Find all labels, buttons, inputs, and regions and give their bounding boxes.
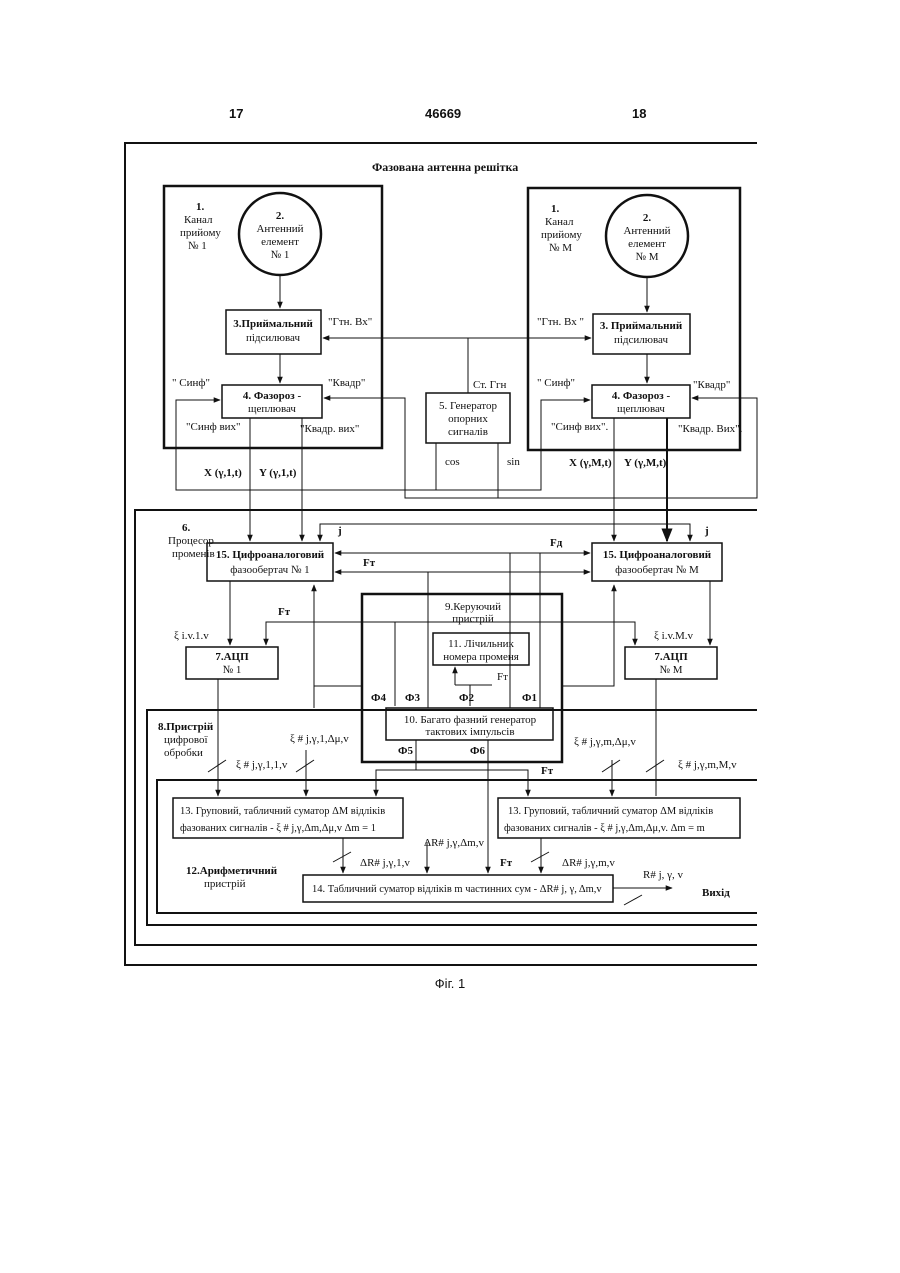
phase-f5: Ф5 [398, 745, 413, 757]
channel-m-num: 1. [551, 203, 560, 215]
receiver-m-l1: 3. Приймальний [600, 320, 683, 332]
antenna-m-l1: 2. [643, 212, 652, 224]
y-1-label: Y (γ,1,t) [259, 467, 297, 479]
receiver-1-l2: підсилювач [246, 332, 301, 344]
channel-1-num: 1. [196, 201, 205, 213]
channel-m-l1: Канал [545, 216, 574, 228]
adc-m-l2: № М [659, 664, 682, 676]
channel-1-l2: прийому [180, 227, 221, 239]
dr-1-label: ΔR# j,γ,1,v [360, 857, 410, 869]
quad-out-1-label: "Квадр. вих" [300, 423, 359, 435]
processor-l3: променів [172, 548, 215, 560]
dac-1-l2: фазообертач № 1 [230, 564, 309, 576]
ft-top-label: Fт [363, 557, 376, 569]
gtn-in-m-label: "Гтн. Вх " [537, 316, 584, 328]
receiver-1-l1: 3.Приймальний [233, 318, 313, 330]
phase-f1: Ф1 [522, 692, 537, 704]
control-l1: 9.Керуючий [445, 601, 501, 613]
sum-1-l1: 13. Груповий, табличний суматор ΔМ відлі… [180, 806, 385, 817]
dac-m-l2: фазообертач № М [615, 564, 699, 576]
generator-l3: сигналів [448, 426, 488, 438]
counter-l1: 11. Лічильник [448, 638, 514, 650]
splitter-1-l1: 4. Фазороз - [243, 390, 302, 402]
fd-label: Fд [550, 537, 563, 549]
splitter-1-l2: щеплювач [248, 403, 296, 415]
splitter-m-l2: щеплювач [617, 403, 665, 415]
dr-m-label: ΔR# j,γ,m,v [562, 857, 615, 869]
ft-bottom-label: Fт [500, 857, 513, 869]
st-gtn-label: Ст. Ггн [473, 379, 507, 391]
sync-out-m-label: "Синф вих". [551, 421, 609, 433]
xi-adc-m-label: ξ i.v.M.v [654, 630, 694, 642]
processor-l2: Процесор [168, 535, 214, 547]
antenna-1-l3: елемент [261, 236, 299, 248]
multiphase-l2: тактових імпульсів [425, 726, 514, 738]
multiphase-l1: 10. Багато фазний генератор [404, 714, 537, 726]
adc-1-l1: 7.АЦП [215, 651, 249, 663]
receiver-m-l2: підсилювач [614, 334, 669, 346]
antenna-1-l1: 2. [276, 210, 285, 222]
xi-bus-1: ξ # j,γ,1,1,v [236, 759, 288, 771]
r-out-label: R# j, γ, v [643, 869, 684, 881]
control-l2: пристрій [452, 613, 494, 625]
channel-1-l1: Канал [184, 214, 213, 226]
sum-1-l2: фазованих сигналів - ξ # j,γ,Δm,Δμ,v Δm … [180, 823, 376, 834]
quad-1-label: "Квадр" [328, 377, 365, 389]
table-sum-label: 14. Табличний суматор відліків m частинн… [312, 884, 602, 895]
x-m-label: X (γ,M,t) [569, 457, 612, 469]
channel-1-l3: № 1 [188, 240, 207, 252]
quad-m-label: "Квадр" [693, 379, 730, 391]
channel-m-l3: № М [549, 242, 572, 254]
dr-mid-label: ΔR# j,γ,Δm,v [424, 837, 484, 849]
antenna-1-l4: № 1 [271, 249, 290, 261]
sync-1-label: " Синф" [172, 377, 210, 389]
sin-label: sin [507, 456, 520, 468]
xi-bus-1b: ξ # j,γ,1,Δμ,v [290, 733, 349, 745]
digital-l2: цифрової [164, 734, 209, 746]
digital-l3: обробки [164, 747, 203, 759]
antenna-m-l3: елемент [628, 238, 666, 250]
gtn-in-1-label: "Гтн. Вх" [328, 316, 372, 328]
j-m-label: j [704, 525, 709, 537]
channel-m-l2: прийому [541, 229, 582, 241]
phase-f6: Ф6 [470, 745, 485, 757]
outer-title: Фазована антенна решітка [372, 160, 518, 174]
sum-m-l1: 13. Груповий, табличний суматор ΔМ відлі… [508, 806, 713, 817]
phase-f2: Ф2 [459, 692, 474, 704]
arith-l2: пристрій [204, 878, 246, 890]
quad-out-m-label: "Квадр. Вих". [678, 423, 743, 435]
sync-m-label: " Синф" [537, 377, 575, 389]
sum-m-l2: фазованих сигналів - ξ # j,γ,Δm,Δμ,v. Δm… [504, 823, 705, 834]
cos-label: cos [445, 456, 460, 468]
processor-l1: 6. [182, 522, 191, 534]
xi-bus-m: ξ # j,γ,m,Δμ,v [574, 736, 636, 748]
generator-l1: 5. Генератор [439, 400, 497, 412]
generator-l2: опорних [448, 413, 488, 425]
adc-1-l2: № 1 [223, 664, 242, 676]
j-1-label: j [337, 525, 342, 537]
antenna-m-l4: № М [635, 251, 658, 263]
adc-m-l1: 7.АЦП [654, 651, 688, 663]
sync-out-1-label: "Синф вих" [186, 421, 241, 433]
output-label: Вихід [702, 887, 730, 899]
y-m-label: Y (γ,M,t) [624, 457, 667, 469]
counter-l2: номера променя [443, 651, 519, 663]
dac-m-l1: 15. Цифроаналоговий [603, 549, 712, 561]
phase-f4: Ф4 [371, 692, 386, 704]
dac-1-l1: 15. Цифроаналоговий [216, 549, 325, 561]
antenna-1-l2: Антенний [256, 223, 303, 235]
xi-bus-mb: ξ # j,γ,m,M,v [678, 759, 737, 771]
ft-count-label: Fт [497, 671, 508, 683]
ft-gen-label: Fт [541, 765, 554, 777]
phase-f3: Ф3 [405, 692, 420, 704]
xi-adc-1-label: ξ i.v.1.v [174, 630, 209, 642]
splitter-m-l1: 4. Фазороз - [612, 390, 671, 402]
x-1-label: X (γ,1,t) [204, 467, 242, 479]
ft-mid-label: Fт [278, 606, 291, 618]
antenna-m-l2: Антенний [623, 225, 670, 237]
digital-l1: 8.Пристрій [158, 721, 214, 733]
arith-l1: 12.Арифметичний [186, 865, 278, 877]
figure-caption: Фіг. 1 [0, 976, 900, 991]
